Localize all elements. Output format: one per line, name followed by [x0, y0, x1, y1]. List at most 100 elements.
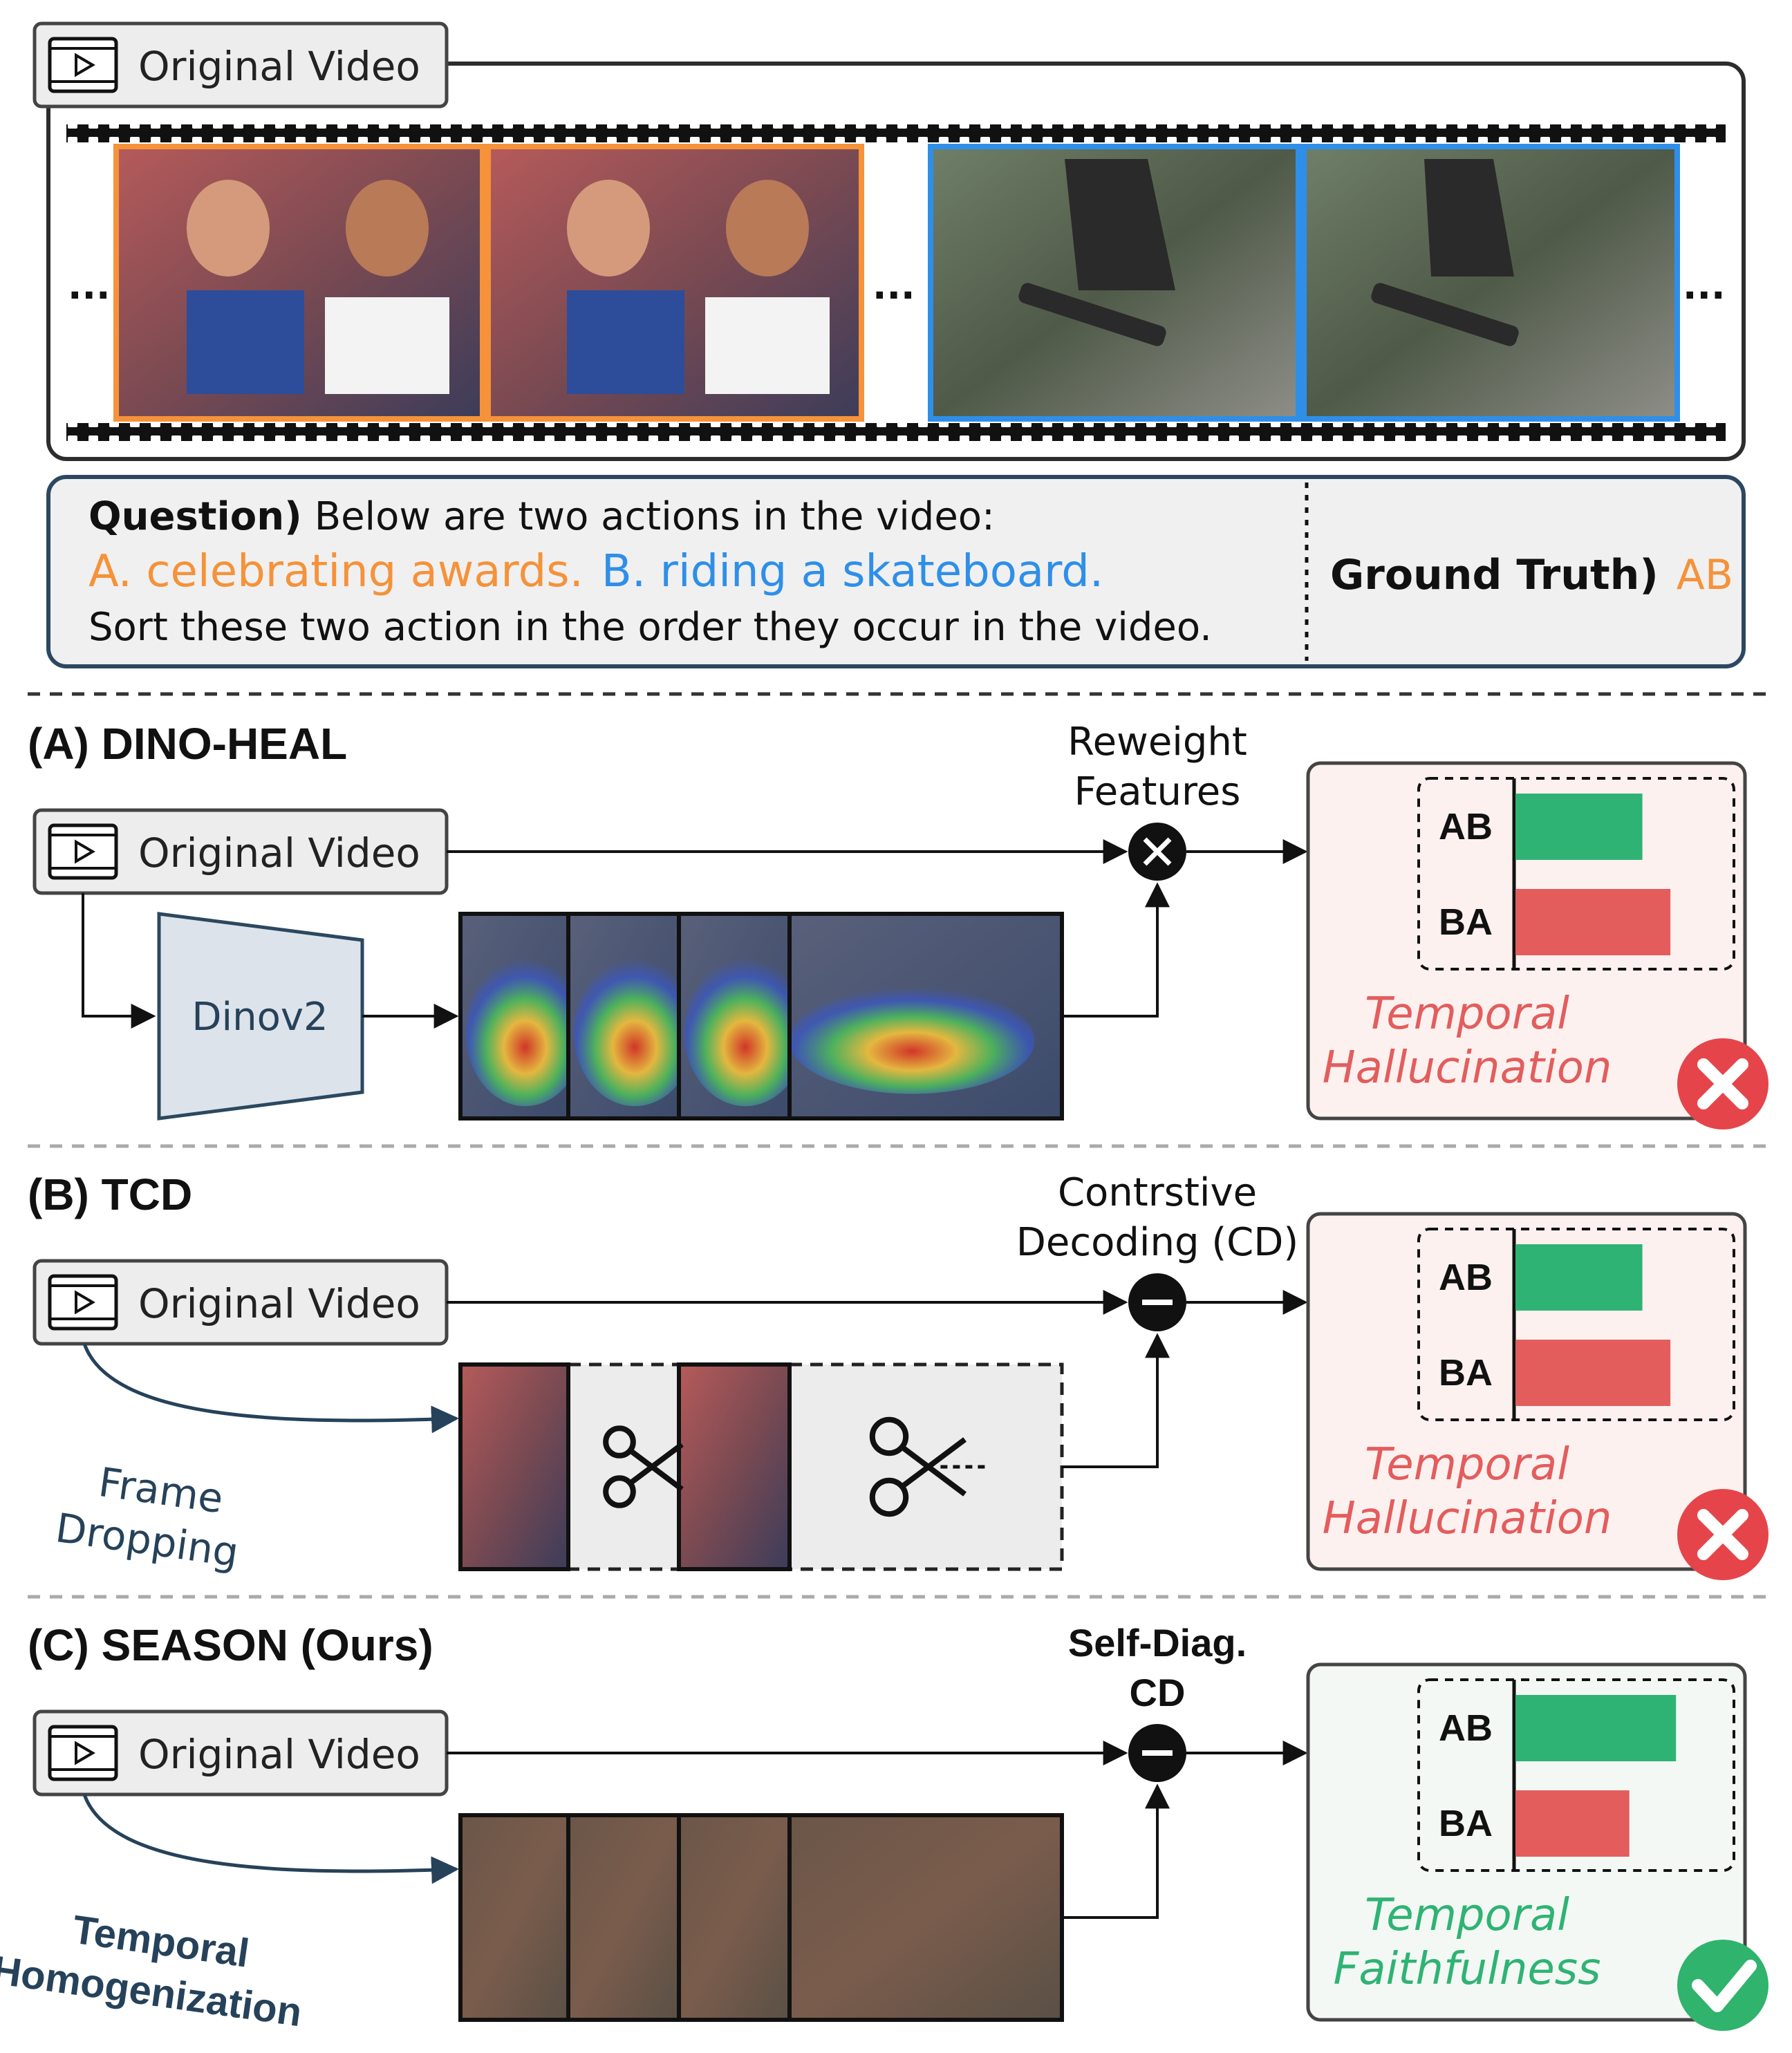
bar-ba [1515, 889, 1671, 955]
ground-truth-line: Ground Truth)AB [1330, 551, 1733, 599]
cross-icon [1677, 1489, 1768, 1580]
scissors-icon [869, 1416, 989, 1517]
bar-ab [1515, 1695, 1677, 1761]
frame-blue-2 [1301, 144, 1680, 422]
result-line-1: Temporal [1365, 1890, 1569, 1941]
bar-label: AB [1439, 1707, 1493, 1749]
question-instruction: Sort these two action in the order they … [88, 605, 1212, 650]
video-box-label: Original Video [138, 829, 420, 876]
frame-3 [679, 1815, 790, 2020]
bar-label: BA [1439, 901, 1493, 943]
cross-stroke-2 [1697, 1058, 1748, 1109]
bar-label: BA [1439, 1352, 1493, 1394]
bar-chart-frame [1417, 777, 1735, 971]
ellipsis-middle: ... [872, 264, 915, 308]
ellipsis-left: ... [68, 264, 111, 308]
section-video-box: Original Video [32, 1709, 449, 1797]
cross-icon [1677, 1038, 1768, 1129]
frame-orange-2 [485, 144, 864, 422]
arrow-video-to-frames [82, 1343, 459, 1434]
frame-1 [460, 1815, 568, 2020]
attention-heatmap [465, 959, 585, 1107]
film-strip [66, 124, 1726, 441]
question-line-1: Question)Below are two actions in the vi… [88, 494, 995, 539]
play-icon [75, 839, 95, 864]
bar-chart-frame [1417, 1228, 1735, 1421]
film-icon [48, 1274, 118, 1331]
film-icon [48, 823, 118, 880]
result-line-2: Faithfulness [1334, 1944, 1601, 1995]
scissors-icon [603, 1425, 684, 1508]
bar-ab [1515, 794, 1643, 860]
video-label-tab: Original Video [32, 21, 449, 109]
attention-heatmap [684, 959, 806, 1107]
ground-truth-label: Ground Truth) [1330, 551, 1659, 599]
scissors-handle-bottom [603, 1475, 636, 1508]
scissors-handle-top [869, 1416, 909, 1456]
result-line-2: Hallucination [1323, 1042, 1612, 1094]
cross-stroke-2 [1697, 1509, 1748, 1560]
bar-ba [1515, 1340, 1671, 1406]
section-video-box: Original Video [32, 1259, 449, 1346]
video-label-text: Original Video [138, 43, 420, 90]
video-box-label: Original Video [138, 1280, 420, 1327]
option-b: B. riding a skateboard. [601, 546, 1103, 597]
question-intro: Below are two actions in the video: [315, 494, 995, 539]
times-stroke-2 [1143, 837, 1172, 866]
section-title: (B) TCD [28, 1170, 192, 1219]
bar-label: AB [1439, 1257, 1493, 1298]
minus-icon [1128, 1724, 1186, 1782]
film-icon [48, 37, 118, 93]
frame-orange-1 [113, 144, 485, 422]
bar-chart-frame [1417, 1678, 1735, 1872]
scissors-handle-top [603, 1425, 636, 1459]
result-line-1: Temporal [1365, 988, 1569, 1040]
frame-1 [460, 1365, 568, 1569]
op-label-line-2: CD [1130, 1671, 1186, 1714]
check-mark [1692, 1960, 1757, 2012]
film-icon-body [48, 1274, 118, 1331]
arrow-video-to-module [82, 893, 156, 1029]
frame-blue-1 [928, 144, 1301, 422]
section-title: (A) DINO-HEAL [28, 719, 347, 769]
minus-icon [1128, 1273, 1186, 1331]
module-trapezoid [157, 912, 364, 1121]
question-box: Question)Below are two actions in the vi… [46, 475, 1746, 668]
section-video-box: Original Video [32, 808, 449, 895]
frame-border [458, 1362, 570, 1571]
verdict-circle [1677, 1940, 1768, 2031]
frame-3 [679, 1365, 790, 1569]
frame-2 [568, 1365, 679, 1569]
op-label-line-1: Self-Diag. [1068, 1621, 1247, 1665]
option-a: A. celebrating awards. [88, 546, 584, 597]
play-icon [75, 1290, 95, 1315]
scissors-blade-2 [902, 1437, 967, 1488]
processed-frames [458, 1813, 1064, 2022]
scissors-blade-1 [631, 1450, 684, 1492]
section-title: (C) SEASON (Ours) [28, 1620, 433, 1670]
frame-border [677, 1362, 792, 1571]
bar-ba [1515, 1790, 1630, 1857]
module-label: Dinov2 [192, 995, 328, 1040]
attention-heatmap [790, 987, 1035, 1094]
times-icon [1128, 823, 1186, 881]
processed-frames [458, 912, 1064, 1121]
film-icon-body [48, 1725, 118, 1781]
scissors-handle-bottom [869, 1477, 909, 1517]
bar-label: AB [1439, 806, 1493, 847]
film-icon-body [48, 823, 118, 880]
check-icon [1677, 1940, 1768, 2031]
result-line-1: Temporal [1365, 1439, 1569, 1490]
op-label-line-1: Reweight [1067, 720, 1247, 765]
op-label-line-2: Features [1074, 769, 1241, 814]
ellipsis-right: ... [1683, 264, 1726, 308]
scissors-blade-1 [902, 1446, 967, 1497]
scissors-blade-2 [631, 1442, 684, 1484]
frame-2 [568, 1815, 679, 2020]
